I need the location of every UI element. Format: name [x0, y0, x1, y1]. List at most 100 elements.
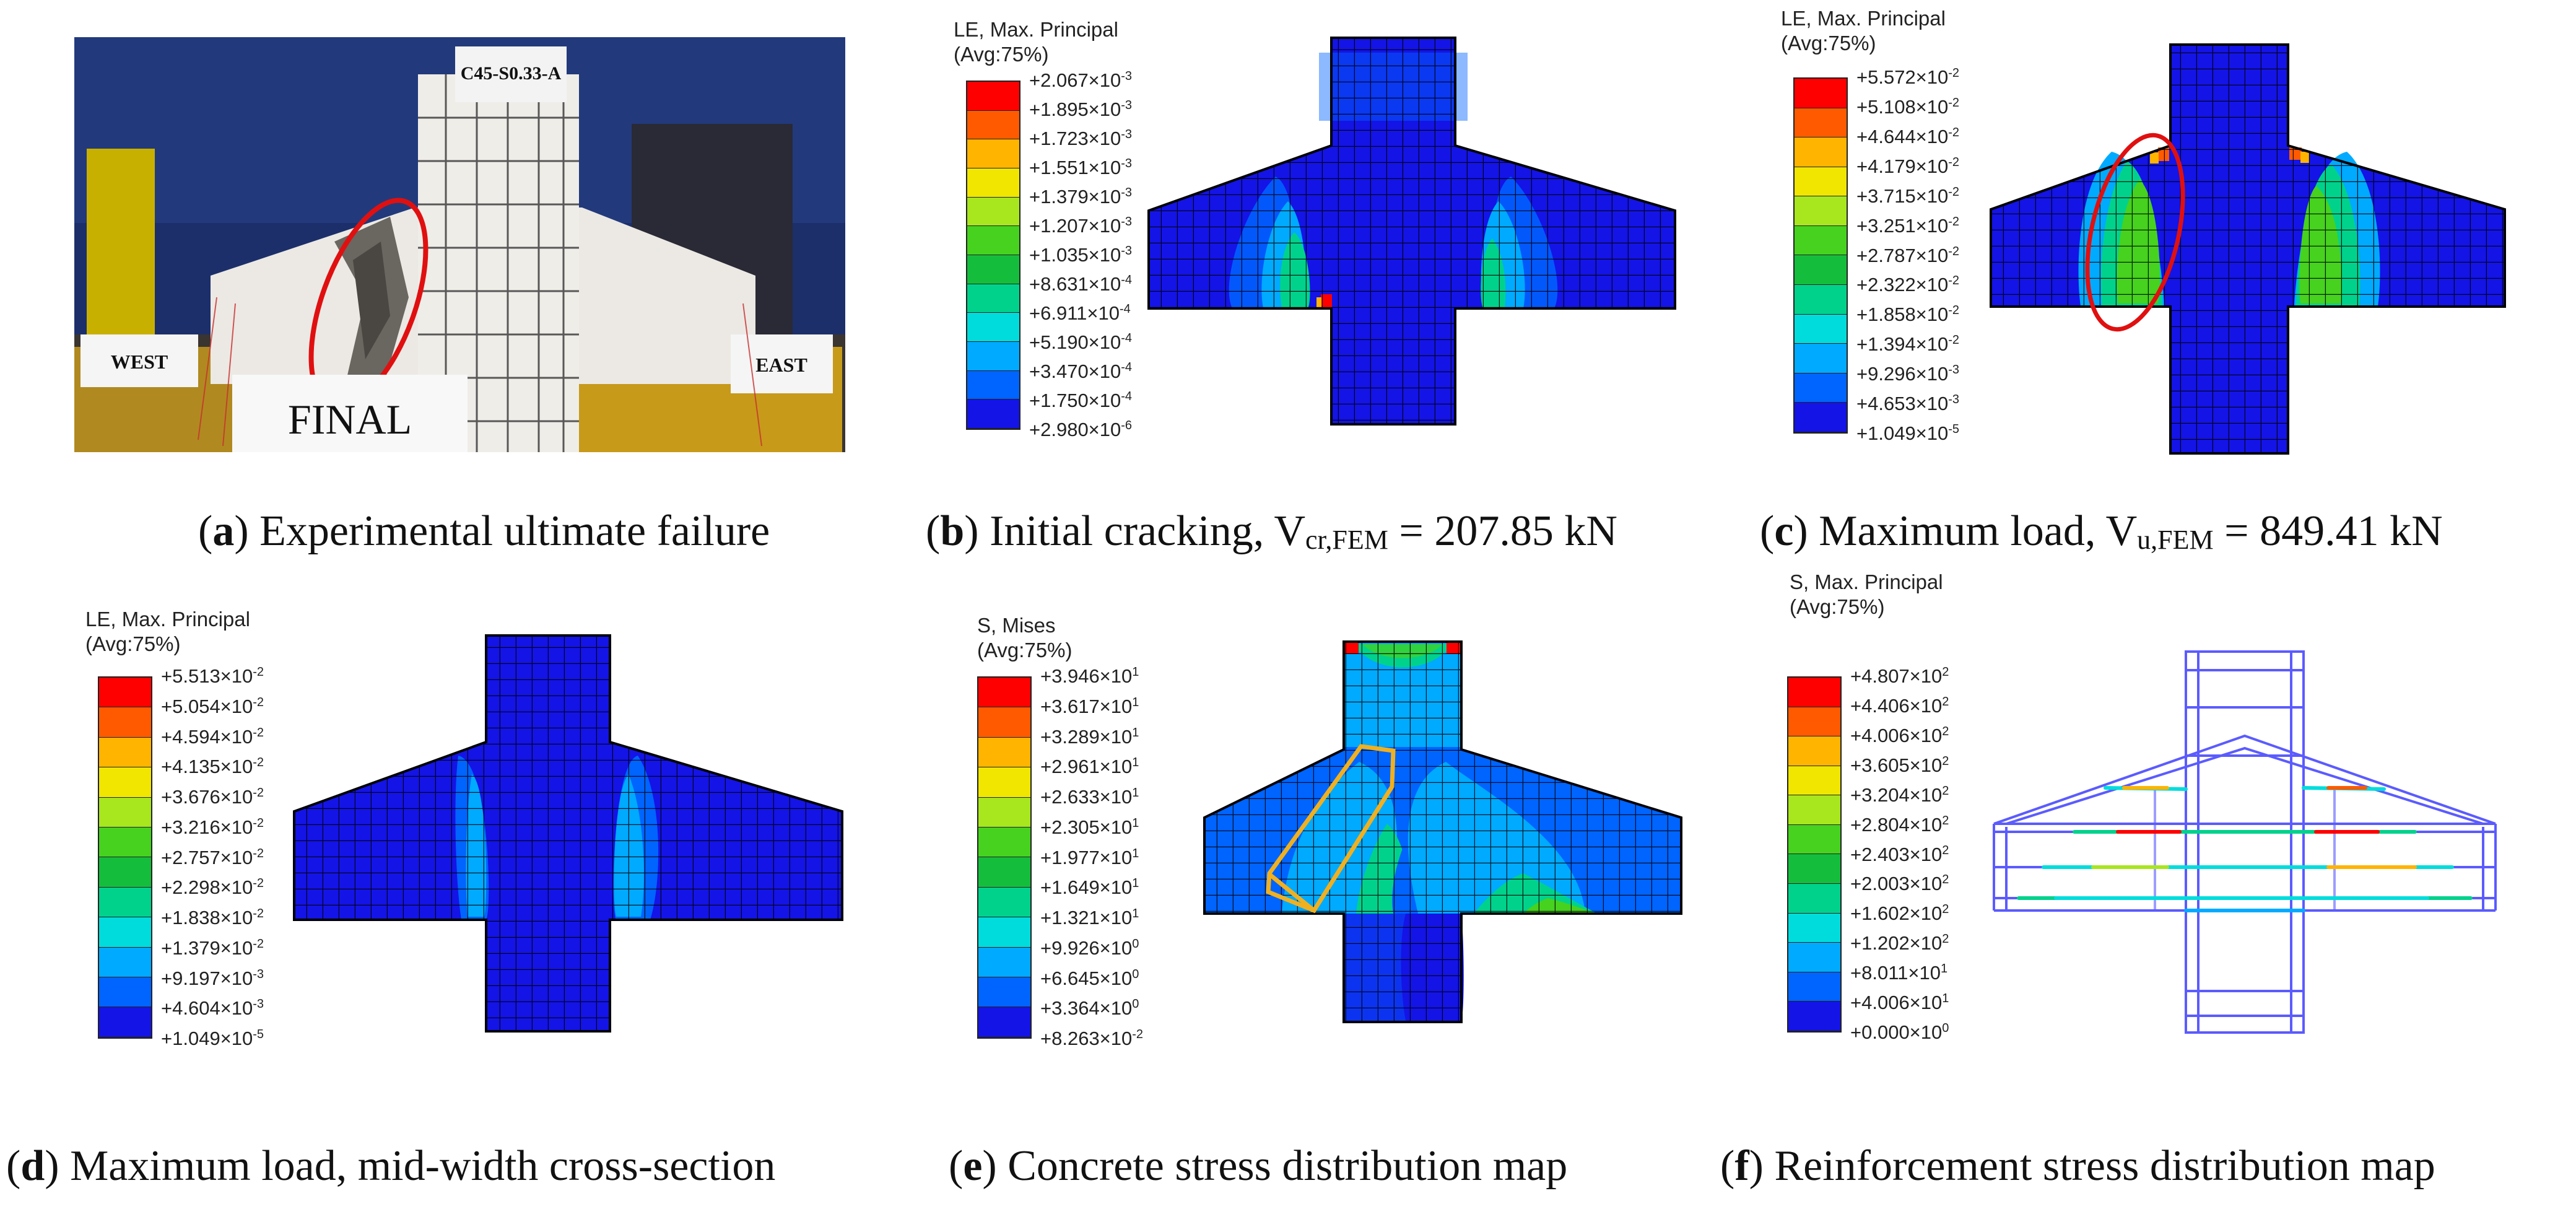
legend-tick-label: +3.216×10-2	[161, 816, 264, 838]
legend-color-swatch	[978, 947, 1030, 978]
legend-color-swatch	[1788, 884, 1840, 914]
legend-tick-label: +1.379×10-3	[1029, 185, 1133, 208]
legend-color-swatch	[967, 168, 1019, 198]
legend-tick-label: +1.895×10-3	[1029, 98, 1133, 121]
color-legend-bar	[977, 676, 1032, 1039]
legend-tick-label: +1.049×10-5	[1856, 422, 1960, 445]
legend-tick-label: +1.551×10-3	[1029, 156, 1133, 179]
caption-e: (e) Concrete stress distribution map	[949, 1142, 1568, 1190]
legend-title: LE, Max. Principal(Avg:75%)	[954, 17, 1118, 67]
legend-color-swatch	[1788, 913, 1840, 943]
legend-title-line: LE, Max. Principal	[85, 608, 250, 631]
legend-tick-label: +2.403×102	[1850, 843, 1949, 865]
caption-subscript: u,FEM	[2137, 525, 2214, 555]
legend-tick-label: +5.108×10-2	[1856, 95, 1960, 118]
legend-tick-label: +2.067×10-3	[1029, 69, 1133, 92]
legend-tick-label: +1.321×101	[1040, 906, 1139, 929]
legend-color-swatch	[978, 857, 1030, 888]
legend-subtitle-line: (Avg:75%)	[954, 43, 1049, 66]
legend-tick-label: +5.054×10-2	[161, 695, 264, 717]
legend-tick-label: +1.723×10-3	[1029, 127, 1133, 150]
legend-labels: +5.513×10-2 +5.054×10-2 +4.594×10-2 +4.135×…	[161, 665, 421, 1049]
caption-letter: f	[1734, 1142, 1749, 1190]
caption-text: Maximum load, mid-width cross-section	[70, 1142, 776, 1190]
legend-subtitle-line: (Avg:75%)	[85, 632, 181, 655]
fem-stress-contour	[1203, 640, 1682, 1023]
legend-tick-label: +1.750×10-4	[1029, 389, 1133, 412]
experiment-photo: C45-S0.33-A WEST EAST FINAL	[74, 37, 845, 452]
legend-title: LE, Max. Principal(Avg:75%)	[85, 607, 250, 657]
legend-color-swatch	[99, 977, 151, 1008]
legend-tick-label: +1.838×10-2	[161, 906, 264, 929]
legend-color-swatch	[99, 828, 151, 858]
specimen-label: C45-S0.33-A	[461, 63, 562, 84]
legend-tick-label: +2.961×101	[1040, 756, 1139, 778]
legend-tick-label: +3.676×10-2	[161, 785, 264, 808]
caption-b: (b) Initial cracking, Vcr,FEM = 207.85 k…	[926, 507, 1617, 555]
legend-tick-label: +4.135×10-2	[161, 756, 264, 778]
caption-letter: e	[963, 1142, 983, 1190]
legend-subtitle-line: (Avg:75%)	[1781, 32, 1876, 55]
west-label: WEST	[111, 351, 168, 373]
legend-tick-label: +1.379×10-2	[161, 937, 264, 959]
legend-color-swatch	[1788, 943, 1840, 972]
legend-subtitle-line: (Avg:75%)	[977, 639, 1073, 662]
color-legend-bar	[1793, 77, 1848, 434]
legend-color-swatch	[1795, 108, 1847, 138]
legend-tick-label: +1.049×10-5	[161, 1027, 264, 1050]
legend-color-swatch	[1795, 373, 1847, 403]
legend-tick-label: +2.305×101	[1040, 816, 1139, 838]
legend-tick-label: +2.787×10-2	[1856, 244, 1960, 266]
legend-tick-label: +1.858×10-2	[1856, 304, 1960, 326]
legend-color-swatch	[967, 370, 1019, 400]
final-label: FINAL	[288, 396, 412, 443]
legend-color-swatch	[967, 82, 1019, 111]
legend-tick-label: +2.757×10-2	[161, 846, 264, 868]
legend-color-swatch	[978, 1007, 1030, 1037]
legend-tick-label: +8.631×10-4	[1029, 273, 1133, 295]
legend-tick-label: +3.617×101	[1040, 695, 1139, 717]
legend-color-swatch	[1795, 344, 1847, 373]
legend-color-swatch	[1788, 707, 1840, 737]
legend-tick-label: +4.594×10-2	[161, 725, 264, 748]
east-label: EAST	[755, 354, 807, 376]
legend-tick-label: +5.513×10-2	[161, 665, 264, 688]
caption-d: (d) Maximum load, mid-width cross-sectio…	[6, 1142, 776, 1190]
legend-tick-label: +3.364×100	[1040, 997, 1139, 1020]
legend-tick-label: +5.190×10-4	[1029, 331, 1133, 354]
legend-color-swatch	[99, 947, 151, 978]
legend-color-swatch	[1795, 314, 1847, 344]
legend-tick-label: +9.926×100	[1040, 937, 1139, 959]
caption-letter: b	[940, 507, 965, 555]
legend-color-swatch	[967, 341, 1019, 371]
legend-tick-label: +3.715×10-2	[1856, 185, 1960, 207]
legend-tick-label: +4.006×102	[1850, 724, 1949, 746]
legend-subtitle-line: (Avg:75%)	[1790, 595, 1885, 618]
legend-tick-label: +1.394×10-2	[1856, 333, 1960, 356]
legend-tick-label: +4.406×102	[1850, 694, 1949, 717]
legend-tick-label: +4.807×102	[1850, 665, 1949, 688]
legend-labels: +3.946×101+3.617×101+3.289×101+2.961×101…	[1040, 665, 1300, 1049]
caption-f: (f) Reinforcement stress distribution ma…	[1720, 1142, 2435, 1190]
legend-color-swatch	[1795, 167, 1847, 197]
legend-color-swatch	[978, 828, 1030, 858]
color-legend-bar	[98, 676, 152, 1039]
fem-strain-contour	[293, 634, 843, 1033]
legend-tick-label: +3.605×102	[1850, 754, 1949, 776]
caption-a: (a) Experimental ultimate failure	[198, 507, 770, 555]
caption-value: = 207.85 kN	[1388, 507, 1617, 555]
legend-color-swatch	[978, 678, 1030, 708]
legend-title-line: LE, Max. Principal	[954, 18, 1118, 41]
legend-tick-label: +3.251×10-2	[1856, 214, 1960, 237]
legend-title: S, Mises(Avg:75%)	[977, 613, 1072, 663]
legend-tick-label: +2.633×101	[1040, 785, 1139, 808]
caption-text: Initial cracking, V	[990, 507, 1305, 555]
legend-tick-label: +4.653×10-3	[1856, 392, 1960, 415]
legend-title-line: S, Max. Principal	[1790, 570, 1943, 593]
legend-color-swatch	[99, 857, 151, 888]
legend-color-swatch	[978, 767, 1030, 798]
legend-title: LE, Max. Principal(Avg:75%)	[1781, 6, 1946, 56]
legend-tick-label: +9.197×10-3	[161, 967, 264, 989]
legend-labels: +4.807×102 +4.406×102 +4.006×102 +3.605×102…	[1850, 665, 2110, 1043]
legend-color-swatch	[967, 313, 1019, 342]
